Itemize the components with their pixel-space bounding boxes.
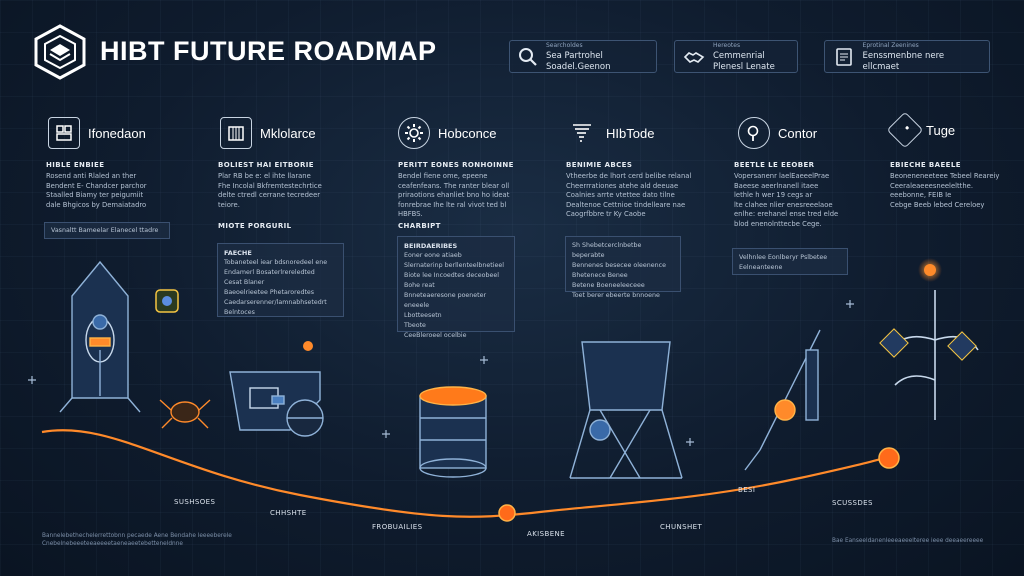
- milestone-label: SCUSSDES: [832, 499, 873, 507]
- grid-icon: [48, 117, 80, 149]
- header-button-caption: Searcholdes: [546, 42, 583, 49]
- phase-box-subtitle: MIOTE PORGURIL: [218, 222, 292, 230]
- header-button-label: Eenssmenbne nere ellcmaet: [862, 51, 945, 72]
- header-button-label: Sea Partrohel Soadel.Geenon: [546, 51, 611, 72]
- phase-label: Contor: [778, 125, 818, 141]
- phase-subtitle: EBIECHE BAEELE: [890, 161, 961, 169]
- phase-contor-header[interactable]: Contor: [738, 117, 817, 149]
- header-button-caption: Eprotinal Zeenines: [862, 42, 919, 49]
- page-title: HIBT FUTURE ROADMAP: [100, 36, 437, 66]
- phase-foundation-header[interactable]: Ifonedaon: [48, 117, 146, 149]
- milestone-label: BESI: [738, 486, 756, 494]
- handshake-icon: [683, 46, 705, 68]
- milestone-label: CHHSHTE: [270, 509, 307, 517]
- tag-icon: [886, 111, 924, 149]
- phase-hibtode-header[interactable]: HIbTode: [566, 117, 654, 149]
- header-search-button[interactable]: Searcholdes Sea Partrohel Soadel.Geenon: [509, 40, 657, 73]
- phase-label: Mklolarce: [260, 125, 316, 141]
- tornado-icon: [566, 117, 598, 149]
- phase-marketplace-header[interactable]: Mklolarce: [220, 117, 316, 149]
- phase-label: Ifonedaon: [88, 125, 146, 141]
- magnifier-icon: [738, 117, 770, 149]
- phase-subtitle: BEETLE LE EEOBER: [734, 161, 815, 169]
- milestone-label: FROBUAILIES: [372, 523, 423, 531]
- hexagon-logo-icon: [34, 24, 86, 80]
- phase-label: HIbTode: [606, 125, 655, 141]
- phase-hobconce-header[interactable]: Hobconce: [398, 117, 497, 149]
- phase-subtitle: BOLIEST HAI EITBORIE: [218, 161, 314, 169]
- milestone-label: AKISBENE: [527, 530, 565, 538]
- footer-right-text: Bae Eanseeldanenleeeaeeelteree ieee deea…: [832, 538, 984, 544]
- phase-info-box: Vasnaltt Bameelar Elanecel ttadre: [44, 222, 170, 239]
- gear-icon: [398, 117, 430, 149]
- header-partners-button[interactable]: Hereotes Cemmenrial Plenesl Lenate: [674, 40, 798, 73]
- phase-subtitle: BENIMIE ABCES: [566, 161, 633, 169]
- header-button-label: Cemmenrial Plenesl Lenate: [713, 51, 775, 72]
- header-button-caption: Hereotes: [713, 42, 741, 49]
- building-icon: [220, 117, 252, 149]
- search-icon: [518, 46, 538, 68]
- phase-label: Hobconce: [438, 125, 497, 141]
- milestone-label: SUSHSOES: [174, 498, 216, 506]
- phase-subtitle: PERITT EONES RONHOINNE: [398, 161, 514, 169]
- phase-box-subtitle: CHARBIPT: [398, 222, 441, 230]
- phase-tuge-header[interactable]: Tuge: [886, 111, 956, 149]
- phase-subtitle: HIBLE ENBIEE: [46, 161, 105, 169]
- document-icon: [833, 46, 855, 68]
- header-documents-button[interactable]: Eprotinal Zeenines Eenssmenbne nere ellc…: [824, 40, 990, 73]
- phase-label: Tuge: [926, 122, 956, 138]
- milestone-label: CHUNSHET: [660, 523, 703, 531]
- footer-left-text: Bannelebethechelerrettobnn pecaede Aene …: [42, 533, 232, 547]
